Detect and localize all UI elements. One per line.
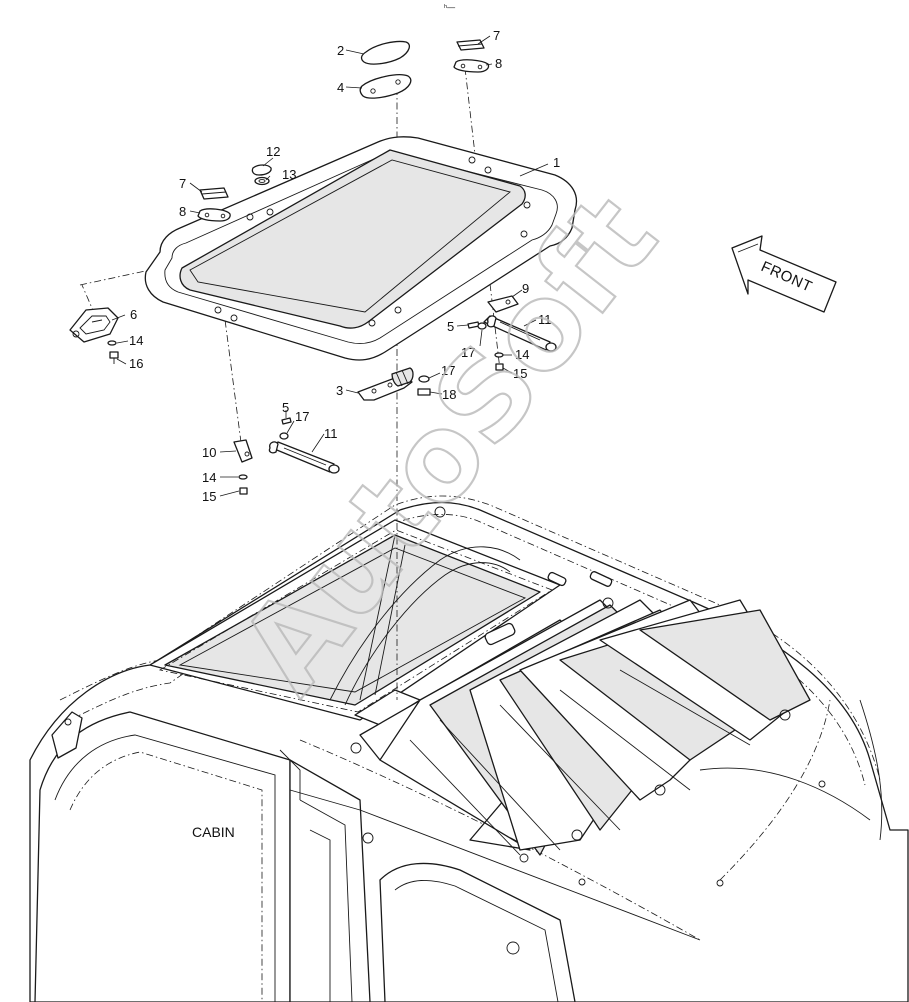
part-17-right-strut-nut [477, 322, 487, 330]
callout-17-right-strut: 17 [461, 345, 475, 360]
part-18-bolt [417, 388, 431, 396]
part-17-right-nut [418, 375, 430, 383]
callout-17-left: 17 [295, 409, 309, 424]
part-16-screw [109, 351, 119, 364]
callout-5-right: 5 [447, 319, 454, 334]
part-12-knob [251, 164, 272, 176]
part-4-plate [359, 74, 412, 99]
cabin-body [29, 495, 909, 1002]
callout-14-right: 14 [515, 347, 529, 362]
callout-14-lower: 14 [202, 470, 216, 485]
part-11-gas-strut-left [268, 441, 340, 474]
callout-17-hinge: 17 [441, 363, 455, 378]
callout-5-left: 5 [282, 400, 289, 415]
part-8-upper-plate [453, 59, 490, 73]
callout-4: 4 [337, 80, 344, 95]
callout-7-upper: 7 [493, 28, 500, 43]
part-15-left-bolt [239, 487, 248, 495]
part-15-right-bolt [495, 363, 504, 371]
callout-9: 9 [522, 281, 529, 296]
part-5-left-pin [281, 417, 292, 425]
part-14-left-washer [107, 340, 117, 346]
callout-3: 3 [336, 383, 343, 398]
callout-numbers: 1 2 3 4 5 5 6 7 7 8 8 9 10 11 11 12 13 1… [129, 28, 560, 504]
callout-11-right: 11 [538, 312, 552, 327]
part-11-gas-strut-right [483, 315, 557, 352]
sunroof-glass-panel [144, 136, 578, 361]
part-7-left-cap [199, 187, 229, 200]
callout-8-upper: 8 [495, 56, 502, 71]
part-8-left-plate [197, 208, 231, 222]
callout-15-right: 15 [513, 366, 527, 381]
callout-7-left: 7 [179, 176, 186, 191]
callout-12: 12 [266, 144, 280, 159]
part-9-bracket-right [487, 295, 519, 313]
callout-10: 10 [202, 445, 216, 460]
part-13-washer [254, 176, 270, 186]
callout-6: 6 [130, 307, 137, 322]
part-10-bracket-left [233, 439, 253, 463]
callout-1: 1 [553, 155, 560, 170]
part-17-left-nut [279, 432, 289, 440]
part-2-cap [360, 40, 411, 65]
part-7-upper-cap [456, 39, 485, 51]
callout-15-left: 15 [202, 489, 216, 504]
callout-11-left: 11 [324, 426, 338, 441]
header-mark: ʰ— [444, 3, 455, 12]
cabin-label: CABIN [192, 824, 235, 840]
part-3-hinge [357, 367, 414, 401]
front-direction-arrow: FRONT [731, 235, 837, 313]
part-14-left-strut-washer [238, 474, 248, 480]
part-6-latch [69, 307, 119, 343]
callout-leaders [111, 35, 549, 497]
callout-2: 2 [337, 43, 344, 58]
callout-14-left: 14 [129, 333, 143, 348]
callout-16: 16 [129, 356, 143, 371]
callout-8-left: 8 [179, 204, 186, 219]
callout-13: 13 [282, 167, 296, 182]
callout-18: 18 [442, 387, 456, 402]
